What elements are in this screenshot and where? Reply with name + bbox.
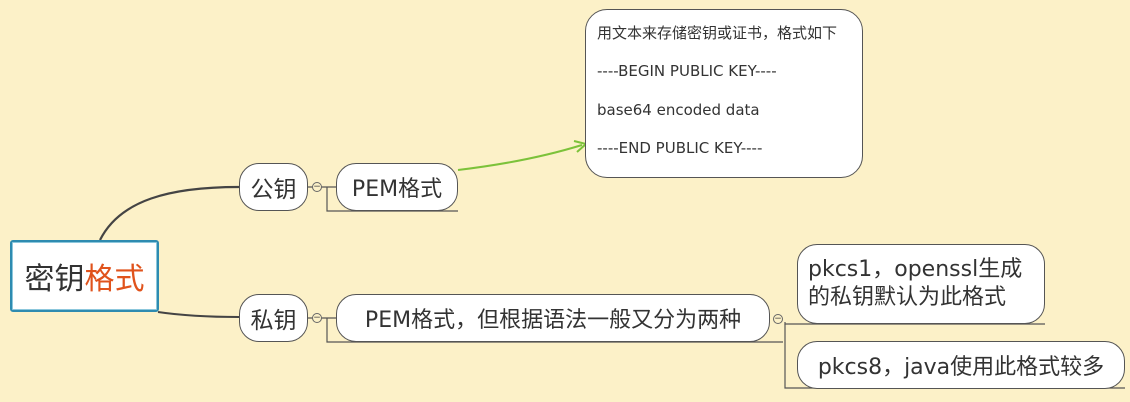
note-line-3: base64 encoded data	[597, 100, 760, 119]
public-pem-node[interactable]: PEM格式	[336, 163, 458, 211]
public-key-node[interactable]: 公钥	[239, 163, 308, 211]
public-pem-label: PEM格式	[351, 177, 443, 202]
collapse-toggle-private-pem[interactable]: −	[773, 314, 783, 324]
note-line-2: ----BEGIN PUBLIC KEY----	[597, 62, 777, 81]
pkcs1-line-2: 的私钥默认为此格式	[808, 285, 1007, 310]
pkcs1-line-1: pkcs1，openssl生成	[808, 257, 1023, 282]
note-line-1: 用文本来存储密钥或证书，格式如下	[597, 24, 838, 42]
private-pem-label: PEM格式，但根据语法一般又分为两种	[364, 308, 742, 333]
private-key-node[interactable]: 私钥	[239, 294, 308, 342]
note-line-4: ----END PUBLIC KEY----	[597, 138, 763, 157]
private-pem-node[interactable]: PEM格式，但根据语法一般又分为两种	[336, 294, 770, 342]
root-title-main: 密钥	[24, 262, 85, 297]
pkcs8-node[interactable]: pkcs8，java使用此格式较多	[797, 341, 1125, 389]
pkcs1-node[interactable]: pkcs1，openssl生成 的私钥默认为此格式	[797, 244, 1045, 324]
pkcs8-label: pkcs8，java使用此格式较多	[817, 355, 1105, 380]
root-title-accent: 格式	[84, 262, 145, 297]
collapse-toggle-public[interactable]: −	[312, 182, 322, 192]
collapse-toggle-private[interactable]: −	[312, 313, 322, 323]
pem-format-note[interactable]: 用文本来存储密钥或证书，格式如下 ----BEGIN PUBLIC KEY---…	[585, 9, 863, 178]
public-key-label: 公钥	[250, 177, 297, 203]
private-key-label: 私钥	[250, 308, 297, 334]
root-node[interactable]: 密钥格式	[10, 240, 159, 312]
